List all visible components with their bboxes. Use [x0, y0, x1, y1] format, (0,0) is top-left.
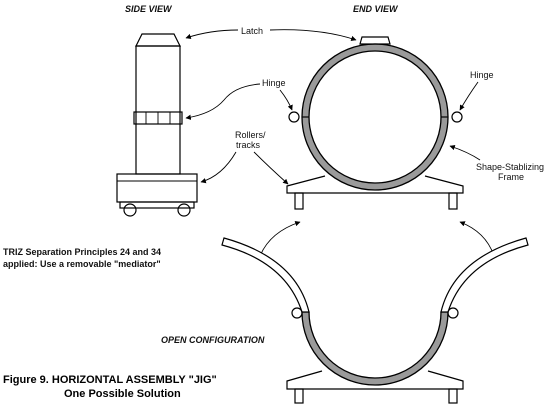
frame-label-2: Frame: [498, 172, 524, 182]
latch-label: Latch: [241, 26, 263, 36]
end-view-frame: [286, 175, 464, 194]
open-configuration-title: OPEN CONFIGURATION: [161, 335, 265, 345]
rollers-label-1: Rollers/: [235, 130, 266, 140]
transition-arrow-right: [459, 221, 495, 257]
rollers-arrow-side: [200, 151, 237, 184]
end-view-leg-left: [294, 192, 304, 210]
latch-arrow-right: [269, 29, 357, 42]
end-view-hinge-left: [288, 111, 300, 123]
open-ring-bottom: [301, 311, 449, 386]
end-view-jig: [286, 36, 464, 210]
side-view-title: SIDE VIEW: [125, 4, 173, 14]
end-view-hinge-right: [451, 111, 463, 123]
open-leg-right: [448, 388, 458, 404]
end-view-latch: [359, 36, 391, 45]
side-view-roller-right: [177, 203, 191, 217]
hinge-right-label: Hinge: [470, 70, 494, 80]
rollers-arrow-end: [253, 151, 289, 185]
triz-note-line1: TRIZ Separation Principles 24 and 34: [3, 247, 161, 257]
side-view-roller-rail: [119, 201, 195, 209]
hinge-left-arrow-end: [279, 89, 293, 111]
end-view-leg-right: [448, 192, 458, 210]
open-leg-left: [294, 388, 304, 404]
rollers-label-2: tracks: [236, 140, 261, 150]
side-view-roller-left: [123, 203, 137, 217]
side-view-column: [135, 45, 181, 175]
end-view-title: END VIEW: [353, 4, 399, 14]
open-configuration-jig: [221, 237, 529, 404]
transition-arrow-left: [259, 220, 301, 257]
side-view-jig: [116, 33, 198, 217]
open-hinge-left: [291, 307, 303, 319]
hinge-left-arrow-side: [185, 83, 261, 120]
frame-arrow: [449, 144, 481, 161]
hinge-right-arrow: [459, 81, 479, 111]
side-view-cap: [135, 33, 181, 47]
figure-caption-line2: One Possible Solution: [64, 388, 181, 400]
figure-caption-line1: Figure 9. HORIZONTAL ASSEMBLY "JIG": [3, 374, 217, 386]
hinge-left-label: Hinge: [262, 78, 286, 88]
open-ring-right-half: [440, 237, 529, 313]
open-ring-left-half: [221, 237, 310, 313]
triz-note-line2: applied: Use a removable "mediator": [3, 259, 161, 269]
frame-label-1: Shape-Stablizing: [476, 162, 544, 172]
open-hinge-right: [447, 307, 459, 319]
latch-arrow-left: [185, 29, 239, 40]
side-view-base: [116, 173, 198, 203]
open-frame: [286, 370, 464, 390]
